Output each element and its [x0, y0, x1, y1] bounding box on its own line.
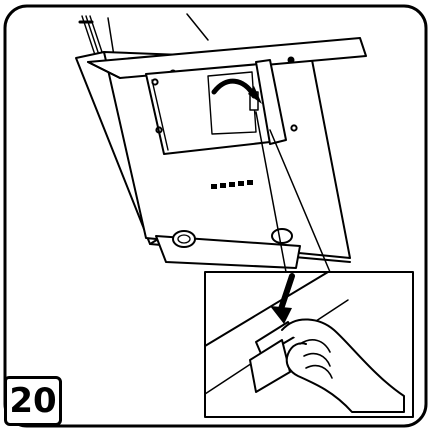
chimney-lines	[107, 13, 209, 57]
hand-icon	[281, 318, 405, 413]
screw-icon	[287, 56, 295, 64]
screw-icon	[155, 126, 163, 134]
frame-border	[3, 4, 428, 428]
screw-icon	[151, 78, 159, 86]
hatch-marks	[78, 15, 105, 59]
filter-door	[255, 59, 287, 145]
cooker-hood	[75, 37, 367, 269]
detail-box	[204, 271, 414, 418]
fan-vent-right	[271, 228, 293, 244]
screw-icon	[290, 124, 298, 132]
step-number-badge: 20	[4, 376, 62, 426]
zoom-leader	[255, 111, 331, 273]
press-arrow-icon	[277, 273, 295, 315]
control-buttons	[211, 180, 253, 189]
fan-vent-left	[172, 230, 196, 248]
